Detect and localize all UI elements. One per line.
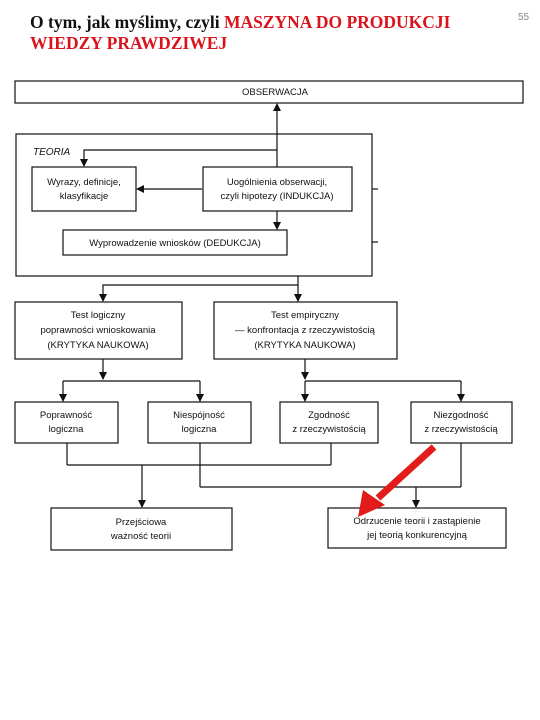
generalizations-label-1: Uogólnienia obserwacji, (227, 177, 327, 188)
agreement-label-1: Zgodność (308, 410, 350, 421)
provisional-validity-box (50, 507, 233, 551)
observation-label: OBSERWACJA (242, 87, 309, 98)
generalizations-label-2: czyli hipotezy (INDUKCJA) (221, 191, 334, 202)
logical-correctness-label-1: Poprawność (40, 410, 93, 421)
deduction-label: Wyprowadzenie wniosków (DEDUKCJA) (89, 238, 261, 249)
empirical-test-label-3: (KRYTYKA NAUKOWA) (254, 340, 355, 351)
observation-box (14, 80, 524, 104)
title-part-red: MASZYNA DO PRODUKCJI WIEDZY PRAWDZIWEJ (30, 12, 451, 53)
logic-test-box (14, 301, 183, 360)
logical-inconsistency-box (147, 401, 252, 444)
rejection-label-1: Odrzucenie teorii i zastąpienie (353, 516, 480, 527)
disagreement-label-1: Niezgodność (434, 410, 489, 421)
slide-title: O tym, jak myślimy, czyli MASZYNA DO PRO… (30, 12, 510, 54)
terms-label-2: klasyfikacje (60, 191, 109, 202)
arrow-observation-to-terms (80, 149, 277, 167)
rejection-label-2: jej teorią konkurencyjną (366, 530, 468, 541)
deduction-box (62, 229, 288, 256)
terms-label-1: Wyrazy, definicje, (47, 177, 121, 188)
agreement-box (279, 401, 379, 444)
empirical-test-label-2: — konfrontacja z rzeczywistością (235, 325, 376, 336)
terms-box (31, 166, 137, 212)
title-part-black: O tym, jak myślimy, czyli (30, 12, 224, 32)
theory-frame (15, 133, 373, 277)
theory-label: TEORIA (33, 147, 71, 158)
logical-inconsistency-label-2: logiczna (182, 424, 218, 435)
red-highlight-arrow (358, 444, 437, 517)
provisional-validity-label-1: Przejściowa (116, 517, 167, 528)
logic-test-label-3: (KRYTYKA NAUKOWA) (47, 340, 148, 351)
arrow-theory-to-tests (99, 276, 299, 302)
empirical-test-label-1: Test empiryczny (271, 310, 339, 321)
page-number: 55 (518, 12, 530, 23)
disagreement-box (410, 401, 513, 444)
logical-correctness-label-2: logiczna (49, 424, 85, 435)
rejection-box (327, 507, 507, 549)
disagreement-label-2: z rzeczywistością (424, 424, 498, 435)
generalizations-box (202, 166, 353, 212)
logic-test-label-1: Test logiczny (71, 310, 126, 321)
logical-inconsistency-label-1: Niespójność (173, 410, 225, 421)
logic-test-label-2: poprawności wnioskowania (40, 325, 156, 336)
provisional-validity-label-2: ważność teorii (110, 531, 171, 542)
agreement-label-2: z rzeczywistością (292, 424, 366, 435)
logical-correctness-box (14, 401, 119, 444)
